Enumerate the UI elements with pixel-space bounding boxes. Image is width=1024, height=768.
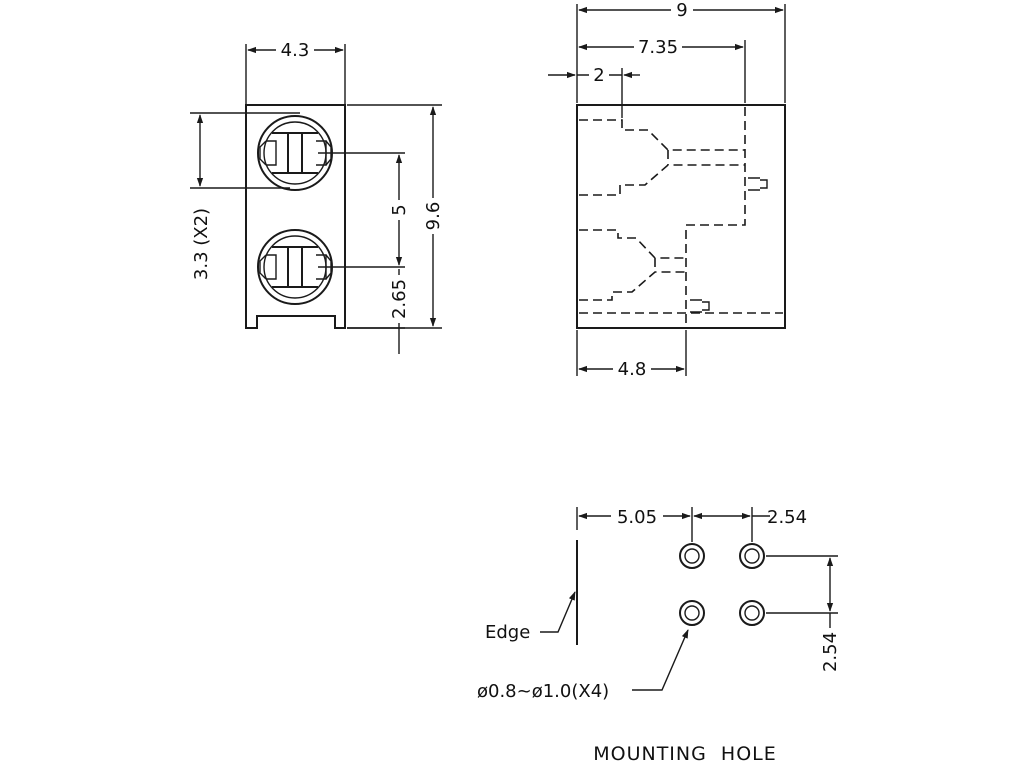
front-body-outline [245, 104, 346, 329]
dim-edge-offset-label: 5.05 [617, 507, 657, 528]
upper-cavity-hidden [579, 107, 746, 326]
dim-overall-label: 9 [676, 0, 687, 21]
dim-pitch-label: 3.3 (X2) [191, 208, 212, 280]
lower-cavity-hidden [579, 229, 783, 314]
dim-bottom-offset-label: 2.65 [389, 279, 410, 319]
dim-lens-spacing-label: 5 [389, 204, 410, 215]
mounting-hole-view: 5.05 2.54 2.54 Edge ø0.8~ø1.0(X4) MOUNTI… [477, 505, 841, 765]
dim-pitch-y-label: 2.54 [820, 632, 841, 672]
dim-lower-label: 4.8 [618, 359, 647, 380]
dim-depth-label: 7.35 [638, 37, 678, 58]
edge-label: Edge [485, 622, 530, 643]
side-view: 9 7.35 2 4.8 [548, 0, 786, 380]
mounting-holes [679, 543, 765, 626]
dim-pitch-x-label: 2.54 [767, 507, 807, 528]
front-view: 4.3 3.3 (X2) 9.6 5 2.65 [190, 38, 444, 354]
dim-width-label: 4.3 [281, 40, 310, 61]
dim-tab-label: 2 [593, 65, 604, 86]
dim-height-label: 9.6 [423, 202, 444, 231]
upper-led-lens [257, 115, 333, 191]
side-body-outline [576, 104, 786, 329]
mounting-hole-caption: MOUNTING HOLE [593, 743, 777, 765]
hole-diameter-note: ø0.8~ø1.0(X4) [477, 681, 609, 702]
